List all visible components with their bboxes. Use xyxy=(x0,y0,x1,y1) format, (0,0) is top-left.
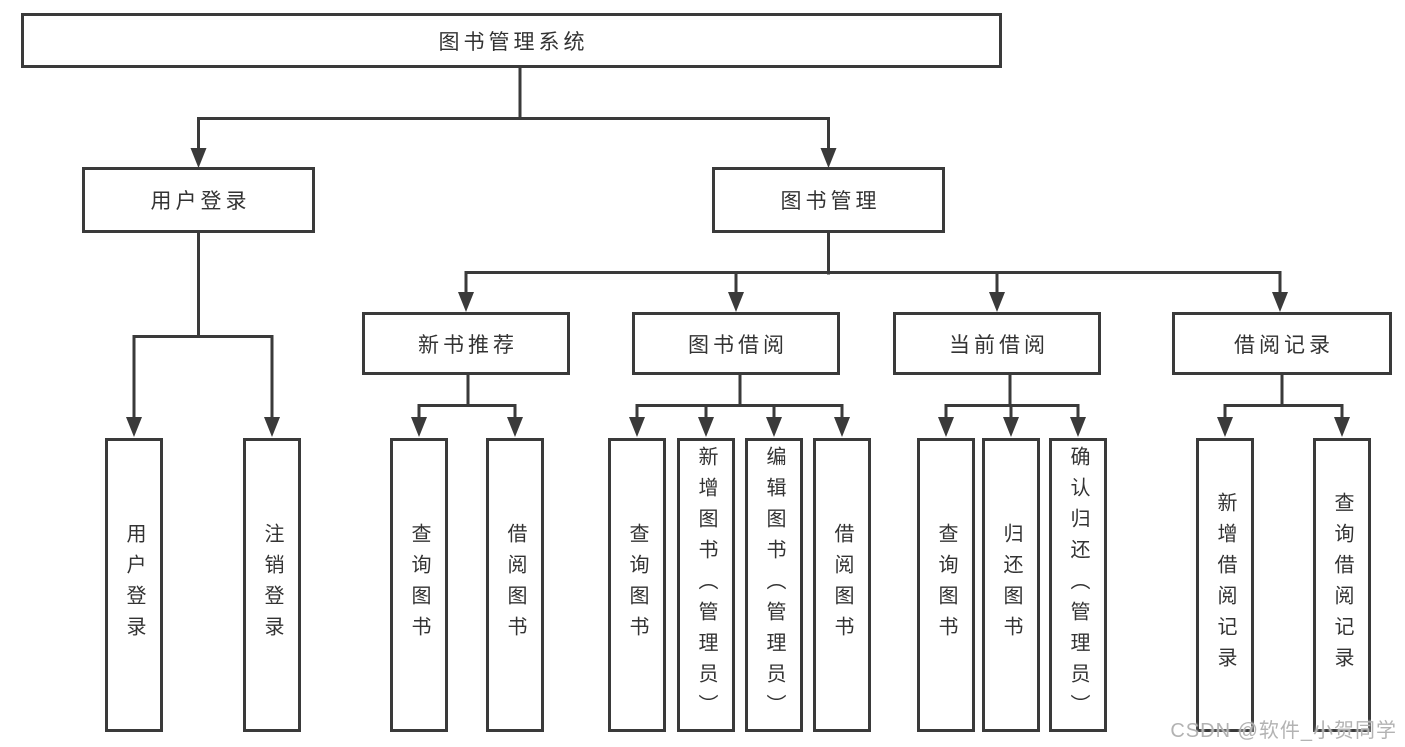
leaf-borrow-books-recommend-label: 借阅图书 xyxy=(504,523,526,647)
node-book-borrow: 图书借阅 xyxy=(632,312,840,375)
leaf-query-books-recommend-label: 查询图书 xyxy=(408,523,430,647)
leaf-query-books-current-label: 查询图书 xyxy=(935,523,957,647)
node-book-management: 图书管理 xyxy=(712,167,945,233)
leaf-borrow-books-recommend: 借阅图书 xyxy=(486,438,544,732)
leaf-user-login-label: 用户登录 xyxy=(123,523,145,647)
leaf-return-books-label: 归还图书 xyxy=(1000,523,1022,647)
leaf-add-books-admin: 新增图书（管理员） xyxy=(677,438,735,732)
leaf-borrow-books: 借阅图书 xyxy=(813,438,871,732)
node-book-borrow-label: 图书借阅 xyxy=(688,333,788,357)
root-node-label: 图书管理系统 xyxy=(438,30,589,54)
root-node: 图书管理系统 xyxy=(21,13,1002,68)
leaf-add-borrow-record: 新增借阅记录 xyxy=(1196,438,1254,732)
leaf-add-borrow-record-label: 新增借阅记录 xyxy=(1214,492,1236,678)
leaf-query-borrow-record-label: 查询借阅记录 xyxy=(1331,492,1353,678)
node-current-borrow: 当前借阅 xyxy=(893,312,1101,375)
leaf-add-books-admin-label: 新增图书（管理员） xyxy=(695,445,717,725)
node-new-book-recommend: 新书推荐 xyxy=(362,312,570,375)
node-borrow-records: 借阅记录 xyxy=(1172,312,1392,375)
leaf-borrow-books-label: 借阅图书 xyxy=(831,523,853,647)
leaf-user-login: 用户登录 xyxy=(105,438,163,732)
node-current-borrow-label: 当前借阅 xyxy=(949,333,1049,357)
watermark: CSDN @软件_小贺同学 xyxy=(1170,720,1397,742)
leaf-query-borrow-record: 查询借阅记录 xyxy=(1313,438,1371,732)
leaf-return-books: 归还图书 xyxy=(982,438,1040,732)
leaf-edit-books-admin: 编辑图书（管理员） xyxy=(745,438,803,732)
leaf-query-books-recommend: 查询图书 xyxy=(390,438,448,732)
leaf-logout: 注销登录 xyxy=(243,438,301,732)
leaf-confirm-return-admin: 确认归还（管理员） xyxy=(1049,438,1107,732)
leaf-confirm-return-admin-label: 确认归还（管理员） xyxy=(1067,445,1089,725)
node-book-management-label: 图书管理 xyxy=(780,190,881,213)
leaf-query-books-current: 查询图书 xyxy=(917,438,975,732)
leaf-query-books-borrow-label: 查询图书 xyxy=(626,523,648,647)
node-new-book-recommend-label: 新书推荐 xyxy=(418,333,518,357)
leaf-edit-books-admin-label: 编辑图书（管理员） xyxy=(763,445,785,725)
node-borrow-records-label: 借阅记录 xyxy=(1234,333,1334,357)
node-user-login-label: 用户登录 xyxy=(150,190,251,213)
arrow-heads xyxy=(126,148,1350,437)
leaf-query-books-borrow: 查询图书 xyxy=(608,438,666,732)
node-user-login: 用户登录 xyxy=(82,167,315,233)
leaf-logout-label: 注销登录 xyxy=(261,523,283,647)
